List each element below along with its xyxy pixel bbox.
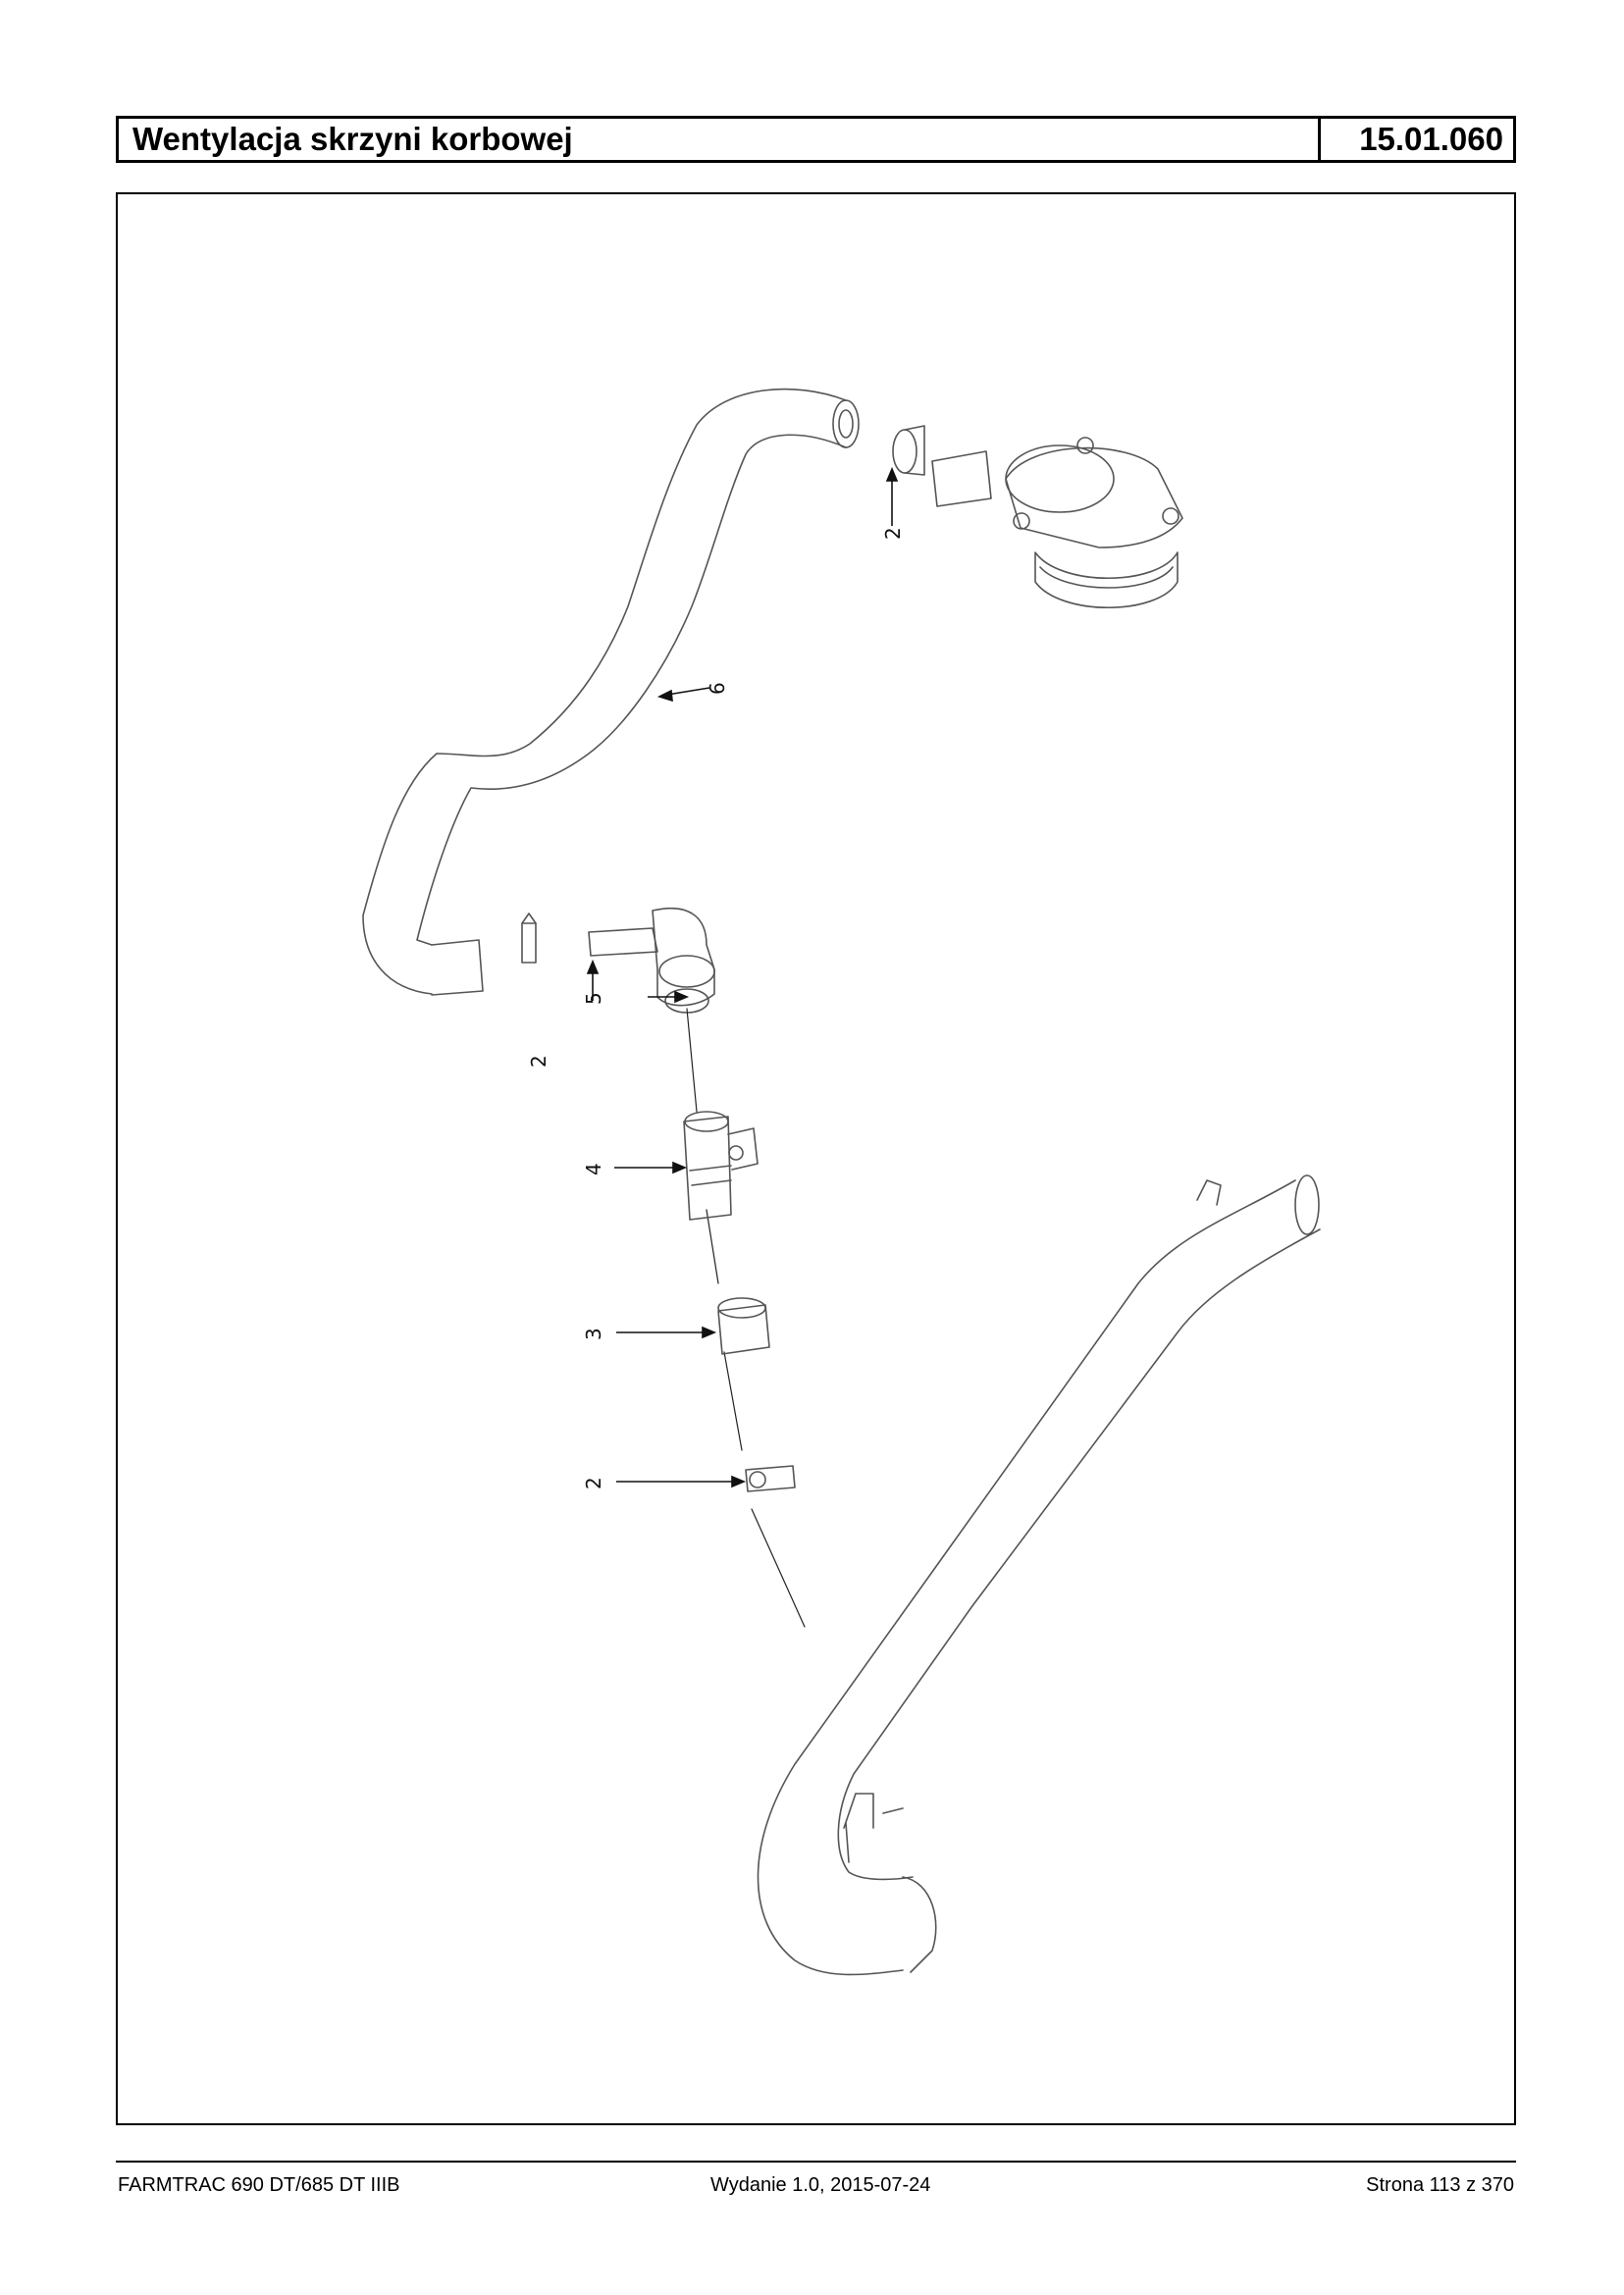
parts-diagram: 2 6 5 2 4 3 2: [362, 388, 1321, 1976]
section-code: 15.01.060: [1359, 121, 1503, 157]
footer-edition: Wydanie 1.0, 2015-07-24: [710, 2174, 931, 2196]
footer-page-number: Strona 113 z 370: [1366, 2174, 1514, 2196]
intake-pipe: [757, 1179, 1296, 1976]
callout-3: 3: [582, 1328, 605, 1340]
breather-hose: [362, 388, 847, 995]
callout-5: 5: [582, 992, 605, 1005]
callout-2-bottom: 2: [582, 1477, 605, 1489]
callout-2-top: 2: [881, 527, 905, 540]
page-title: Wentylacja skrzyni korbowej: [119, 119, 1321, 160]
page-header: Wentylacja skrzyni korbowej 15.01.060: [116, 116, 1516, 163]
callout-4: 4: [582, 1163, 605, 1175]
callout-6: 6: [706, 682, 729, 695]
callout-2-middle: 2: [527, 1055, 550, 1068]
footer-divider: [116, 2161, 1516, 2163]
footer-model: FARMTRAC 690 DT/685 DT IIIB: [118, 2174, 400, 2196]
exploded-view-drawing: 2 6 5 2 4 3 2: [116, 192, 1516, 2125]
